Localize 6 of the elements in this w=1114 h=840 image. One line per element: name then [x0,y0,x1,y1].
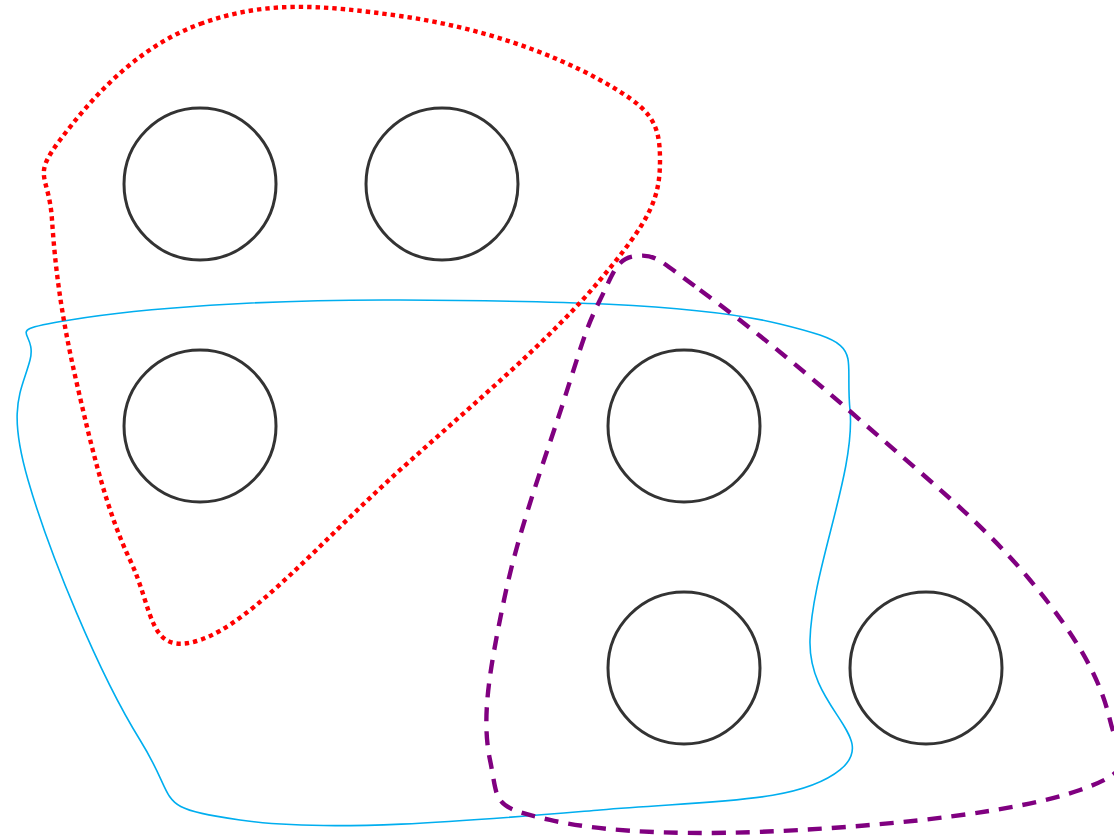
circle [848,590,1004,746]
circle [122,106,278,262]
circle [606,348,762,504]
circle [122,348,278,504]
circle [364,106,520,262]
circle [606,590,762,746]
